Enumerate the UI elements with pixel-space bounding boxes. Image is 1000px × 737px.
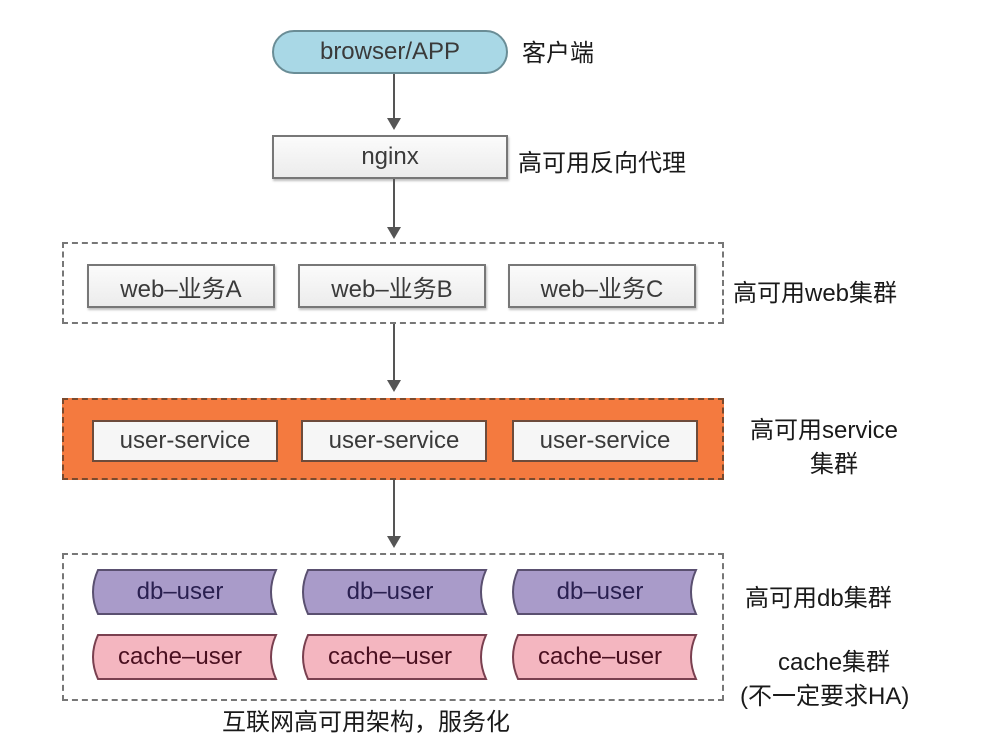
web-node-c: web–业务C (508, 264, 696, 308)
arrow-down-icon (387, 118, 401, 130)
connector-line (393, 480, 395, 538)
cache-node: cache–user (117, 643, 243, 670)
cache-cluster-label-line1: cache集群 (778, 649, 891, 676)
nginx-node: nginx (272, 135, 508, 179)
data-cluster-group (62, 553, 724, 701)
arrow-down-icon (387, 536, 401, 548)
connector-line (393, 179, 395, 229)
db-node: db–user (346, 578, 434, 605)
service-node: user-service (301, 420, 487, 462)
db-node: db–user (556, 578, 644, 605)
service-cluster-label-line2: 集群 (810, 451, 858, 478)
db-cluster-label: 高可用db集群 (745, 585, 892, 612)
db-tape (92, 569, 278, 615)
cache-tape (512, 634, 698, 680)
cache-node: cache–user (537, 643, 663, 670)
web-cluster-group (62, 242, 724, 324)
db-tape (302, 569, 488, 615)
cache-tape (92, 634, 278, 680)
web-node-b: web–业务B (298, 264, 486, 308)
db-node: db–user (136, 578, 224, 605)
web-cluster-label: 高可用web集群 (733, 280, 898, 307)
service-node: user-service (512, 420, 698, 462)
cache-node: cache–user (327, 643, 453, 670)
service-cluster-label-line1: 高可用service (750, 417, 899, 444)
proxy-label: 高可用反向代理 (518, 150, 686, 177)
caption: 互联网高可用架构，服务化 (222, 709, 510, 736)
client-label: 客户端 (522, 40, 594, 67)
web-node-a: web–业务A (87, 264, 275, 308)
arrow-down-icon (387, 380, 401, 392)
cache-tape (302, 634, 488, 680)
arrow-down-icon (387, 227, 401, 239)
cache-cluster-label-line2: (不一定要求HA) (740, 683, 910, 710)
tape-shapes (92, 569, 698, 680)
client-node: browser/APP (272, 30, 508, 74)
connector-line (393, 324, 395, 382)
db-tape (512, 569, 698, 615)
service-node: user-service (92, 420, 278, 462)
connector-line (393, 74, 395, 122)
